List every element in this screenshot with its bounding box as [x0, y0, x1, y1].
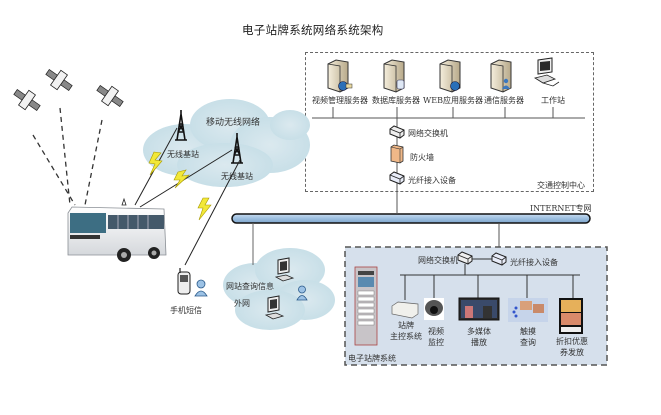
server-label-web: WEB应用服务器	[423, 96, 483, 105]
device-label-coupon: 折扣优惠 券发放	[556, 337, 588, 357]
firewall-label: 防火墙	[410, 153, 434, 162]
lightning-icons	[148, 151, 212, 221]
device-label-multimedia: 多媒体 播放	[467, 327, 491, 347]
website-query-label: 网站查询信息	[226, 282, 274, 291]
satellite-icon	[13, 89, 41, 111]
electronic-stop-kiosk-icon	[354, 266, 378, 346]
control-center-label: 交通控制中心	[537, 181, 585, 190]
wireless-cloud-label: 移动无线网络	[206, 118, 261, 128]
satellite-icon	[45, 69, 73, 91]
tower-icon-1	[175, 110, 187, 141]
server-label-video: 视频管理服务器	[312, 96, 368, 105]
diagram-title: 电子站牌系统网络系统架构	[242, 23, 384, 37]
stop-switch-label: 网络交换机	[418, 256, 458, 265]
multimedia-screen-icon	[458, 297, 500, 321]
backbone-label: INTERNET专网	[530, 204, 592, 213]
control-center-box	[305, 52, 594, 192]
base-station-label-1: 无线基站	[167, 150, 199, 159]
tower-icon-2	[231, 133, 243, 164]
bus-icon	[67, 197, 167, 262]
satellite-links	[32, 107, 103, 206]
server-label-database: 数据库服务器	[372, 96, 420, 105]
touch-query-icon	[508, 298, 548, 322]
workstation-label: 工作站	[541, 96, 565, 105]
stop-controller-icon	[391, 301, 419, 319]
stop-system-label: 电子站牌系统	[348, 354, 396, 363]
stop-network-switch-icon	[457, 251, 473, 265]
fiber-access-label: 光纤接入设备	[408, 176, 456, 185]
camera-icon	[424, 298, 444, 320]
stop-fiber-access-icon	[491, 252, 507, 266]
user-icon	[296, 285, 308, 301]
base-station-label-2: 无线基站	[221, 172, 253, 181]
stop-fiber-label: 光纤接入设备	[510, 258, 558, 267]
server-label-comm: 通信服务器	[484, 96, 524, 105]
device-label-controller: 站牌 主控系统	[390, 321, 422, 341]
mobile-phone-icon	[177, 268, 191, 295]
user-icon	[194, 279, 208, 297]
mobile-sms-label: 手机短信	[170, 306, 202, 315]
computer-icon	[264, 295, 285, 320]
switch-label: 网络交换机	[408, 129, 448, 138]
device-label-touch: 触摸 查询	[520, 327, 536, 347]
external-network-label: 外网	[234, 299, 250, 308]
coupon-dispenser-icon	[559, 298, 583, 334]
internet-backbone-pipe	[231, 213, 591, 224]
satellite-icon	[96, 85, 124, 107]
device-label-camera: 视频 监控	[428, 327, 444, 347]
computer-icon	[274, 257, 295, 282]
